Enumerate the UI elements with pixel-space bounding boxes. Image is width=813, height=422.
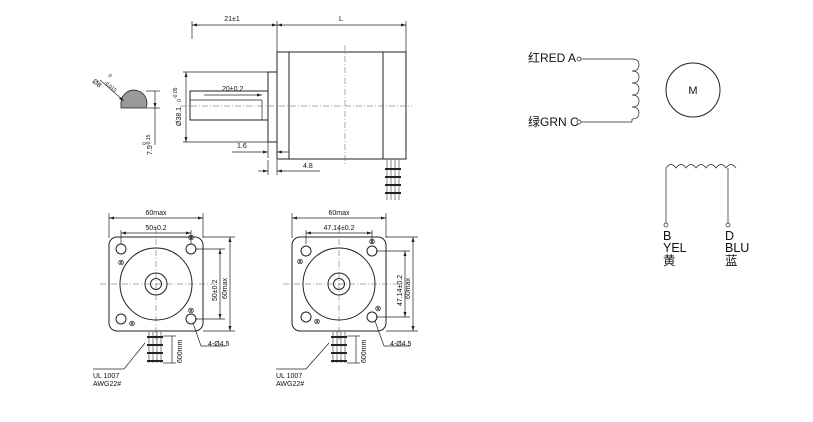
dim-shaft-length: 20±0.2 [222, 86, 243, 93]
cable-spec-2-left: AWG22# [93, 381, 121, 388]
wire-a-label: 红RED A [528, 50, 576, 65]
dim-lead-length-left: 600mm [177, 339, 184, 363]
svg-text:0: 0 [177, 99, 183, 102]
shaft [189, 90, 269, 121]
svg-text:0: 0 [107, 73, 113, 80]
dim-hole-spacing-v-left: 50±0.2 [212, 280, 219, 301]
dim-hole-spacing-v-right: 47.14±0.2 [397, 275, 404, 306]
lead-wires-side [385, 159, 401, 200]
svg-text:0: 0 [142, 142, 148, 145]
dim-shaft-diameter: Ø8 [91, 78, 103, 89]
svg-text:⊗: ⊗ [369, 237, 376, 246]
wire-d-cn: 蓝 [725, 254, 738, 268]
wire-d-letter: D [725, 229, 734, 243]
cable-spec-2-right: AWG22# [276, 381, 304, 388]
dim-flange-width: 21±1 [224, 16, 240, 23]
dim-holes-left: 4-Ø4.5 [208, 341, 230, 348]
svg-text:⊗: ⊗ [118, 258, 125, 267]
dim-flange-thickness: 4.8 [303, 163, 313, 170]
dim-height-max-right: 60max [405, 277, 412, 299]
dim-lead-length-right: 600mm [361, 339, 368, 363]
motor-symbol [665, 62, 721, 118]
svg-text:-0.015: -0.015 [103, 80, 118, 94]
dim-boss-diameter: Ø38.1 [176, 107, 183, 126]
cable-spec-1-right: UL 1007 [276, 373, 302, 380]
boss [267, 71, 278, 143]
front-view-left: 60max 50±0.2 ⊗ ⊗ ⊗ ⊗ 50±0.2 60max [93, 210, 235, 388]
wire-b-color: YEL [663, 241, 687, 255]
side-view: 21±1 L 20±0.2 Ø38.1 0 -0.05 1.6 [173, 16, 412, 200]
front-view-right: 60max 47.14±0.2 ⊗ ⊗ ⊗ ⊗ 47.14±0.2 60max [276, 210, 418, 388]
wiring-diagram: 红RED A 绿GRN C M B YEL 黄 D BLU 蓝 [528, 50, 749, 268]
shaft-section: Ø8 0 -0.015 7.5 0 -0.15 [91, 73, 160, 155]
svg-text:⊗: ⊗ [375, 304, 382, 313]
svg-text:⊗: ⊗ [188, 233, 195, 242]
dim-height-max-left: 60max [222, 277, 229, 299]
wire-b-cn: 黄 [663, 254, 676, 268]
motor-symbol-label: M [688, 85, 697, 97]
motor-body [276, 51, 407, 160]
wire-d-color: BLU [725, 241, 749, 255]
dim-length: L [339, 16, 343, 23]
dim-holes-right: 4-Ø4.5 [390, 341, 412, 348]
cable-spec-1-left: UL 1007 [93, 373, 119, 380]
dim-boss-height: 1.6 [237, 143, 247, 150]
svg-text:⊗: ⊗ [297, 257, 304, 266]
wire-c-label: 绿GRN C [528, 114, 579, 129]
svg-text:-0.15: -0.15 [146, 134, 152, 146]
svg-text:⊗: ⊗ [129, 319, 136, 328]
svg-text:-0.05: -0.05 [173, 87, 179, 99]
dim-width-max-left: 60max [145, 210, 167, 217]
wire-b-letter: B [663, 229, 671, 243]
svg-text:⊗: ⊗ [188, 306, 195, 315]
svg-text:⊗: ⊗ [314, 317, 321, 326]
dim-width-max-right: 60max [328, 210, 350, 217]
dim-shaft-flat: 7.5 [147, 145, 154, 155]
